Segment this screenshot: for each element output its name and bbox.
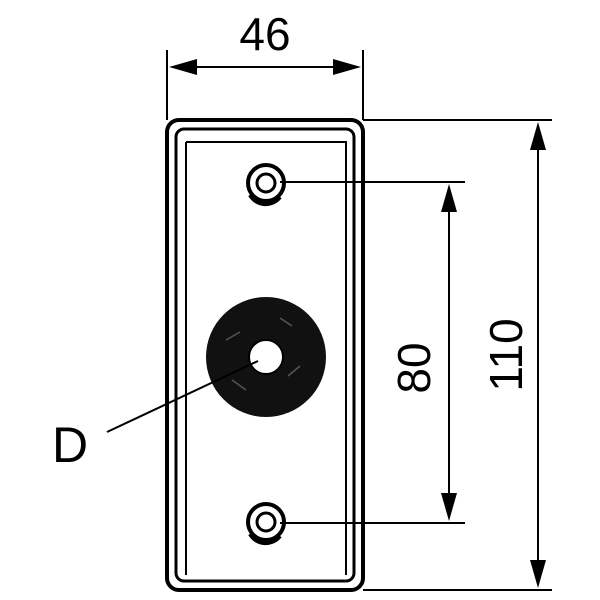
width-dimension-label: 46 bbox=[239, 8, 290, 60]
plate-inner-edge bbox=[174, 127, 356, 583]
height-dimension: 110 bbox=[363, 119, 552, 591]
callout-leader-line bbox=[106, 360, 259, 433]
width-dimension: 46 bbox=[166, 8, 364, 120]
callout-label: D bbox=[52, 417, 88, 473]
top-screw-hole bbox=[246, 163, 286, 207]
hole-spacing-label: 80 bbox=[388, 342, 440, 393]
hole-spacing-dimension: 80 bbox=[280, 181, 465, 524]
center-grommet bbox=[206, 297, 326, 417]
plate-outer-edge bbox=[165, 118, 365, 592]
plate bbox=[165, 118, 365, 592]
callout-d: D bbox=[52, 360, 259, 473]
bottom-screw-hole bbox=[246, 502, 286, 546]
plate-bevel-line bbox=[185, 141, 347, 575]
grommet-hole bbox=[248, 339, 284, 375]
height-dimension-label: 110 bbox=[480, 318, 532, 391]
